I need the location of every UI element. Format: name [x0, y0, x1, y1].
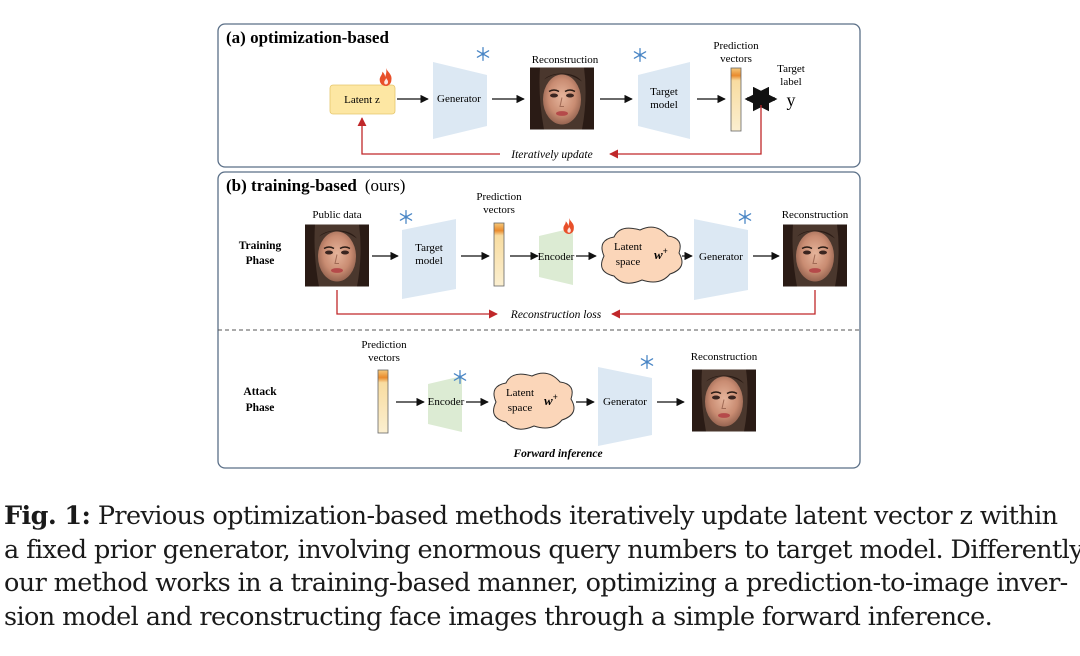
generator-label-a: Generator: [437, 93, 481, 105]
prediction-vectors-a-line2: vectors: [720, 53, 752, 65]
panel-b-title: (b) training-based(ours): [226, 176, 405, 195]
training-phase-line1: Training: [239, 240, 282, 252]
reconstruction-loss-label: Reconstruction loss: [510, 309, 602, 321]
reconstruction-label-b: Reconstruction: [782, 209, 849, 221]
flame-icon: [379, 68, 392, 86]
target-model-shape-b: [402, 219, 456, 299]
caption-line-3: our method works in a training-based man…: [4, 568, 1068, 598]
attack-prediction-line2: vectors: [368, 352, 400, 364]
caption-fig-label: Fig. 1:: [4, 501, 91, 531]
red-loss-line-left: [336, 290, 498, 319]
target-model-label-b-line1: Target: [415, 242, 443, 254]
target-model-label-a-line2: model: [650, 99, 678, 111]
panel-a-title: (a) optimization-based: [226, 28, 389, 47]
snowflake-icon: [738, 209, 752, 225]
target-model-shape-a: [638, 62, 690, 139]
snowflake-icon: [476, 46, 490, 62]
prediction-vectors-a-line1: Prediction: [713, 40, 759, 52]
prediction-vector-bar-b: [493, 222, 505, 287]
attack-latent-line2: space: [508, 402, 533, 414]
caption-line-4: sion model and reconstructing face image…: [4, 601, 993, 632]
latent-space-line1: Latent: [614, 241, 642, 253]
flame-icon: [563, 218, 574, 234]
face-image: [305, 224, 369, 287]
red-update-line-left: [357, 117, 500, 155]
prediction-vectors-b-line2: vectors: [483, 204, 515, 216]
caption-line-1: Fig. 1: Previous optimization-based meth…: [4, 500, 1078, 534]
target-label-line2: label: [780, 76, 801, 88]
red-update-line-right: [609, 105, 762, 159]
forward-inference-label: Forward inference: [512, 448, 602, 460]
iteratively-update-label: Iteratively update: [510, 149, 592, 161]
latent-w-plus: w+: [654, 246, 668, 262]
public-data-label: Public data: [312, 209, 361, 221]
target-model-label-a-line1: Target: [650, 86, 678, 98]
encoder-shape-b: [539, 228, 573, 285]
attack-reconstruction-label: Reconstruction: [691, 351, 758, 363]
prediction-vector-bar-attack: [377, 369, 389, 434]
attack-latent-w-plus: w+: [544, 392, 558, 408]
generator-shape-a: [433, 62, 487, 139]
reconstruction-label-a: Reconstruction: [532, 54, 599, 66]
target-model-label-b-line2: model: [415, 255, 443, 267]
generator-shape-b: [694, 219, 748, 300]
prediction-vectors-b-line1: Prediction: [476, 191, 522, 203]
snowflake-icon: [633, 47, 647, 63]
encoder-label-b: Encoder: [538, 251, 575, 263]
generator-label-b: Generator: [699, 251, 743, 263]
latent-z-label: Latent z: [344, 94, 380, 106]
figure-caption: Fig. 1: Previous optimization-based meth…: [4, 500, 1080, 634]
red-loss-line-right: [611, 290, 816, 319]
latent-z-box: [329, 84, 396, 115]
latent-space-cloud: [601, 226, 683, 284]
snowflake-icon: [640, 354, 654, 370]
face-image: [530, 67, 594, 130]
figure-diagram: (a) optimization-based Latent z Generato…: [217, 23, 861, 469]
snowflake-icon: [399, 209, 413, 225]
attack-latent-line1: Latent: [506, 387, 534, 399]
attack-phase-line1: Attack: [243, 386, 277, 398]
encoder-label-attack: Encoder: [428, 396, 465, 408]
attack-prediction-line1: Prediction: [361, 339, 407, 351]
panel-b-border: [217, 171, 861, 469]
prediction-vector-bar-a: [730, 67, 742, 132]
latent-space-line2: space: [616, 256, 641, 268]
caption-line1-text: Previous optimization-based methods iter…: [90, 501, 1058, 531]
panel-a-border: [217, 23, 861, 168]
encoder-shape-attack: [428, 376, 462, 432]
face-image: [783, 224, 847, 287]
attack-phase-line2: Phase: [246, 402, 275, 414]
generator-shape-attack: [598, 367, 652, 446]
face-image: [692, 369, 756, 432]
caption-line-2: a fixed prior generator, involving enorm…: [4, 534, 1080, 565]
training-phase-line2: Phase: [246, 255, 275, 267]
target-label-line1: Target: [777, 63, 805, 75]
generator-label-attack: Generator: [603, 396, 647, 408]
target-label-y: y: [787, 90, 796, 110]
latent-space-cloud-attack: [493, 372, 575, 430]
